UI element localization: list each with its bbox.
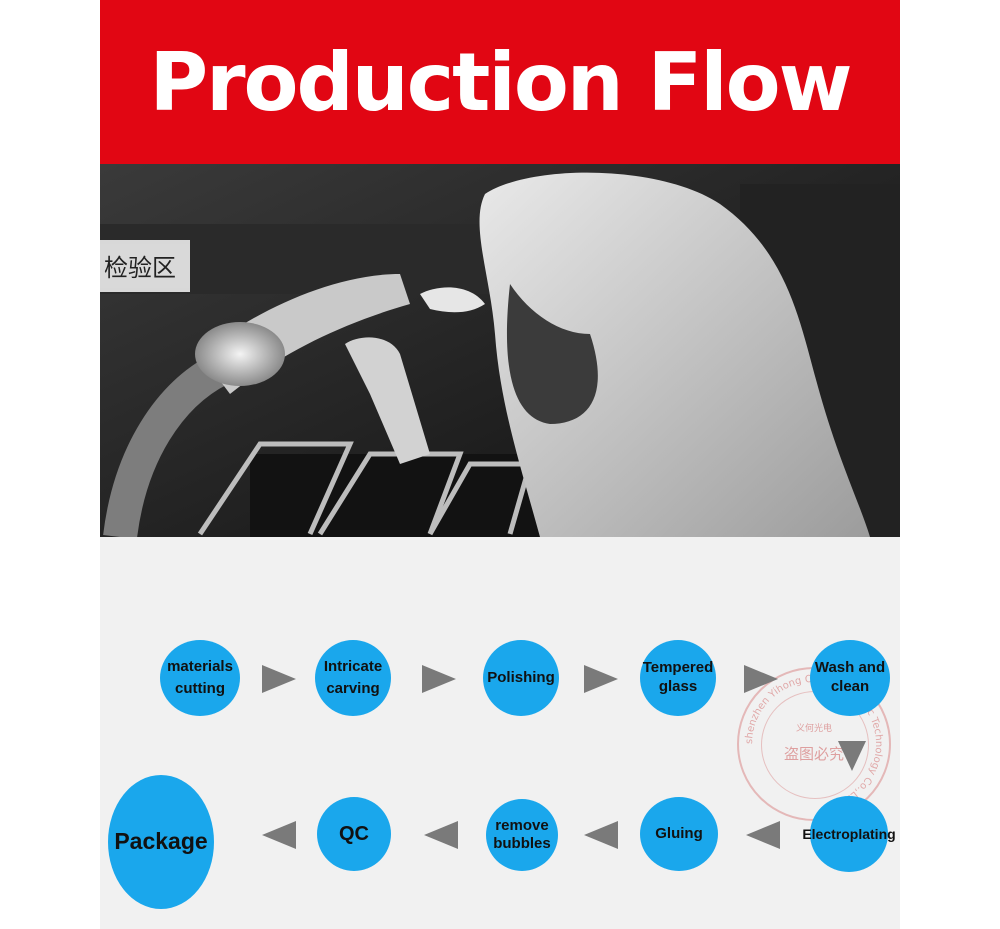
watermark-name: 义何光电 — [796, 722, 832, 734]
step-tempered-glass: Tempered glass — [640, 640, 716, 716]
arrow-left-icon — [746, 821, 780, 849]
arrow-right-icon — [584, 665, 618, 693]
step-label-line1: Tempered — [642, 659, 714, 677]
step-label-line1: Intricate — [323, 658, 383, 676]
arrow-right-icon — [422, 665, 456, 693]
step-label-line1: Gluing — [655, 825, 703, 843]
step-label-line1: Electroplating — [802, 825, 896, 842]
workshop-photo-illustration: 检验区 — [100, 164, 900, 537]
step-label-line2: clean — [830, 678, 870, 695]
arrow-down-icon — [838, 741, 866, 771]
step-label-line1: Polishing — [487, 669, 555, 687]
production-flow: shenzhen Yihong Opto-Electronic Technolo… — [100, 537, 900, 929]
arrow-left-icon — [584, 821, 618, 849]
header-banner: Production Flow — [100, 0, 900, 164]
workshop-photo: 检验区 — [100, 164, 900, 537]
step-polishing: Polishing — [483, 640, 559, 716]
step-label-line2: glass — [658, 678, 698, 695]
arrow-right-icon — [744, 665, 778, 693]
step-wash-and-clean: Wash and clean — [810, 640, 890, 716]
step-label-line1: QC — [339, 822, 369, 845]
arrow-left-icon — [424, 821, 458, 849]
step-package: Package — [108, 775, 214, 909]
step-label-line1: remove — [495, 817, 549, 834]
step-label-line1: Package — [114, 828, 208, 855]
watermark-warning: 盗图必究 — [784, 745, 844, 763]
step-label-line2: cutting — [175, 680, 225, 697]
arrow-left-icon — [262, 821, 296, 849]
step-gluing: Gluing — [640, 797, 718, 871]
step-qc: QC — [317, 797, 391, 871]
step-intricate-carving: Intricate carving — [315, 640, 391, 716]
page-title: Production Flow — [149, 35, 852, 129]
step-label-line1: materials — [167, 658, 233, 676]
step-label-line1: Wash and — [814, 659, 886, 677]
step-electroplating: Electroplating — [802, 796, 896, 872]
step-remove-bubbles: remove bubbles — [486, 799, 558, 871]
inspection-area-sign: 检验区 — [104, 254, 176, 282]
arrow-right-icon — [262, 665, 296, 693]
step-materials-cutting: materials cutting — [160, 640, 240, 716]
step-label-line2: carving — [326, 680, 380, 697]
step-label-line2: bubbles — [493, 835, 551, 852]
